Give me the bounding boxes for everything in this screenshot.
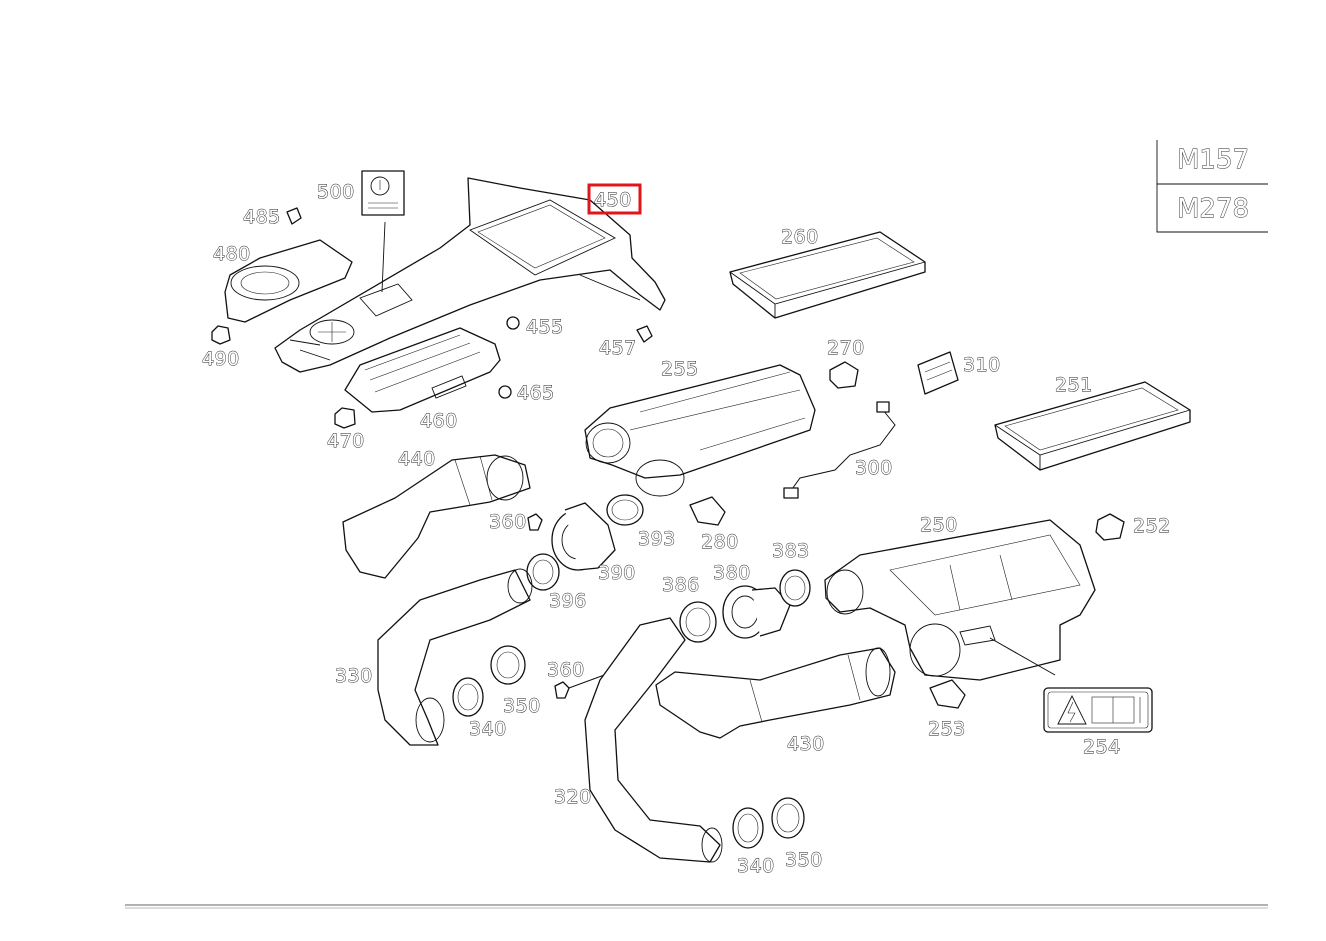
callout-251[interactable]: 251: [1055, 374, 1093, 397]
part-340-seal-ring-a[interactable]: [452, 677, 484, 717]
part-390-maf-sensor[interactable]: [551, 502, 616, 571]
callout-480[interactable]: 480: [213, 243, 251, 266]
model-label-m157: M157: [1177, 145, 1249, 175]
part-260-air-filter[interactable]: [729, 231, 926, 319]
part-500-label-plate[interactable]: [361, 170, 405, 216]
part-470-grommet[interactable]: [334, 407, 356, 429]
part-350-clamp-a[interactable]: [490, 645, 526, 685]
part-396-gasket[interactable]: [526, 553, 560, 591]
callout-393[interactable]: 393: [638, 528, 676, 551]
model-label-m278: M278: [1177, 194, 1249, 224]
callout-252[interactable]: 252: [1133, 515, 1171, 538]
callout-440[interactable]: 440: [398, 448, 436, 471]
callout-386[interactable]: 386: [662, 574, 700, 597]
part-386-seal-ring[interactable]: [679, 601, 717, 643]
callout-450[interactable]: 450: [594, 189, 632, 212]
callout-350-a[interactable]: 350: [503, 695, 541, 718]
callout-485[interactable]: 485: [243, 206, 281, 229]
callout-250[interactable]: 250: [920, 514, 958, 537]
callout-340-b[interactable]: 340: [737, 855, 775, 878]
callout-350-b[interactable]: 350: [785, 849, 823, 872]
part-457-clip[interactable]: [636, 325, 653, 343]
part-440-intake-tube[interactable]: [342, 454, 531, 579]
part-360-screw-upper[interactable]: [527, 513, 543, 531]
callout-380[interactable]: 380: [713, 562, 751, 585]
callout-340-a[interactable]: 340: [469, 718, 507, 741]
callout-300[interactable]: 300: [855, 457, 893, 480]
part-490-grommet[interactable]: [211, 325, 231, 345]
callout-253[interactable]: 253: [928, 718, 966, 741]
callout-455[interactable]: 455: [526, 316, 564, 339]
part-393-seal-ring[interactable]: [606, 494, 644, 526]
callout-470[interactable]: 470: [327, 430, 365, 453]
selected-callout-highlight: [587, 183, 642, 215]
callout-390[interactable]: 390: [598, 562, 636, 585]
callout-500[interactable]: 500: [317, 181, 355, 204]
part-310-bracket[interactable]: [917, 351, 959, 395]
part-320-intake-tube[interactable]: [584, 617, 723, 863]
part-330-intake-tube[interactable]: [377, 568, 533, 746]
callout-396[interactable]: 396: [549, 590, 587, 613]
callout-360-upper[interactable]: 360: [489, 511, 527, 534]
part-430-intake-tube[interactable]: [655, 647, 896, 739]
callout-383[interactable]: 383: [772, 540, 810, 563]
part-383-clamp[interactable]: [779, 569, 811, 607]
part-250-filter-housing-lower[interactable]: [824, 519, 1096, 681]
callout-255[interactable]: 255: [661, 358, 699, 381]
part-254-warning-label[interactable]: [1043, 687, 1153, 733]
callout-320[interactable]: 320: [554, 786, 592, 809]
callout-360-lower[interactable]: 360: [547, 659, 585, 682]
callout-310[interactable]: 310: [963, 354, 1001, 377]
bottom-rule: [125, 904, 1268, 909]
part-460-intake-duct[interactable]: [344, 327, 501, 413]
part-300-wire-harness[interactable]: [783, 401, 896, 499]
callout-430[interactable]: 430: [787, 733, 825, 756]
part-450-engine-cover[interactable]: [274, 177, 666, 373]
callout-490[interactable]: 490: [202, 348, 240, 371]
callout-330[interactable]: 330: [335, 665, 373, 688]
part-350-clamp-b[interactable]: [771, 797, 805, 839]
part-251-air-filter[interactable]: [994, 381, 1191, 471]
part-270-sensor[interactable]: [829, 361, 859, 389]
part-485-clip[interactable]: [286, 207, 302, 225]
part-255-filter-housing-upper[interactable]: [584, 364, 816, 497]
part-253-clip[interactable]: [929, 679, 966, 709]
callout-460[interactable]: 460: [420, 410, 458, 433]
part-280-bracket[interactable]: [689, 496, 726, 526]
part-252-sensor[interactable]: [1095, 513, 1125, 541]
part-480-cover-piece[interactable]: [224, 239, 353, 323]
callout-457[interactable]: 457: [599, 337, 637, 360]
callout-260[interactable]: 260: [781, 226, 819, 249]
part-380-maf-sensor[interactable]: [722, 585, 791, 639]
callout-280[interactable]: 280: [701, 531, 739, 554]
callout-labels: 500 485 480 490 450 455 457 465 460 470 …: [202, 181, 1171, 878]
part-455-clip[interactable]: [506, 316, 520, 330]
callout-254[interactable]: 254: [1083, 736, 1121, 759]
callout-270[interactable]: 270: [827, 337, 865, 360]
part-340-seal-ring-b[interactable]: [732, 807, 764, 849]
model-box: M157 M278: [1156, 140, 1268, 233]
part-465-clip[interactable]: [498, 385, 512, 399]
callout-465[interactable]: 465: [517, 382, 555, 405]
